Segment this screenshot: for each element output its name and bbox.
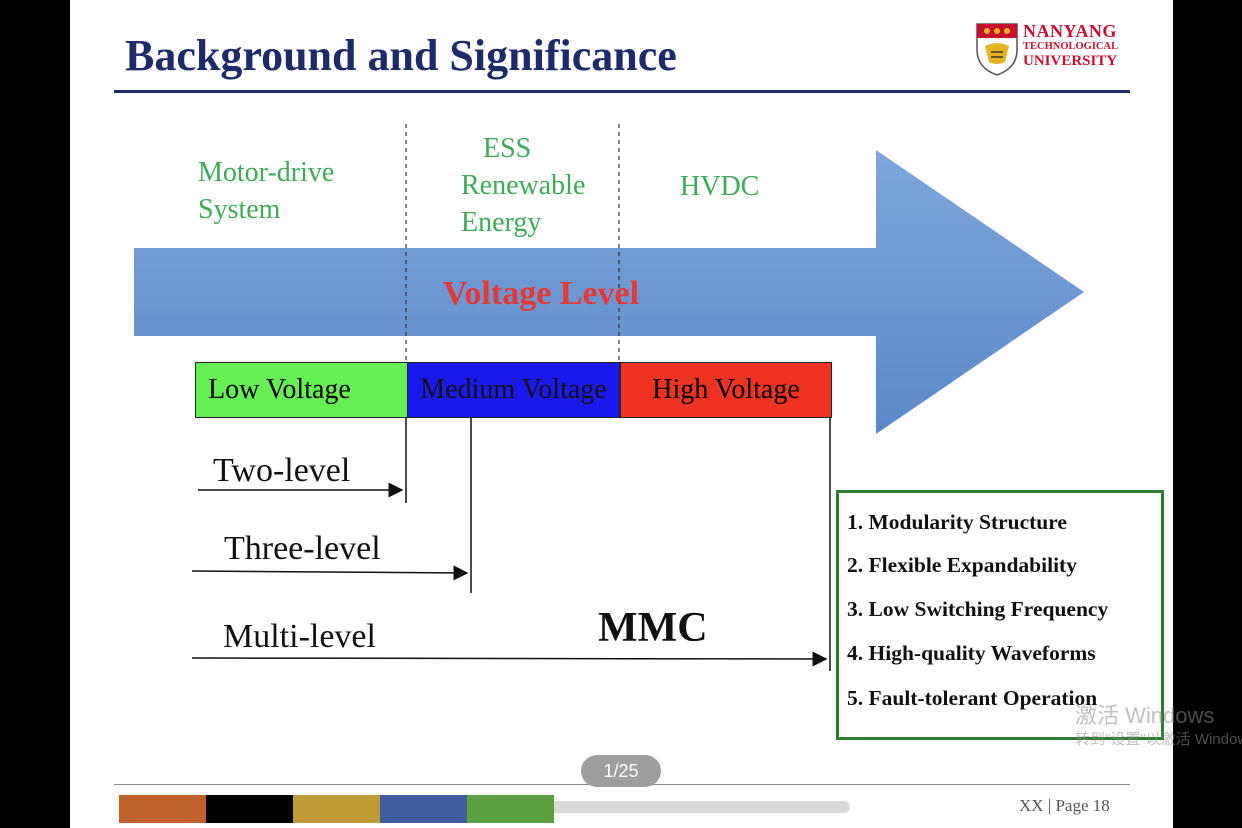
- features-box: [836, 490, 1164, 740]
- logo-line-2: TECHNOLOGICAL: [1023, 41, 1119, 52]
- level-arrows: [191, 417, 831, 671]
- two-level-label: Two-level: [213, 452, 351, 489]
- feature-item: 2. Flexible Expandability: [847, 553, 1077, 577]
- motor-drive-label: Motor-drive System: [198, 154, 334, 228]
- footer-block-blue: [380, 795, 467, 823]
- low-voltage-bar: Low Voltage: [195, 362, 408, 418]
- ess-label-line-3: Energy: [461, 207, 542, 238]
- high-voltage-label: High Voltage: [652, 374, 800, 405]
- medium-voltage-bar: Medium Voltage: [407, 362, 620, 418]
- mmc-label: MMC: [598, 605, 708, 651]
- feature-item: 4. High-quality Waveforms: [847, 641, 1096, 665]
- footer-block-gold: [293, 795, 380, 823]
- motor-label-line-2: System: [198, 194, 281, 225]
- ntu-logo: NANYANG TECHNOLOGICAL UNIVERSITY: [975, 22, 1135, 78]
- page-counter-badge[interactable]: 1/25: [581, 755, 661, 787]
- activation-watermark-hint: 转到"设置"以激活 Windows: [1075, 731, 1242, 748]
- page-number: XX | Page 18: [1019, 796, 1110, 815]
- slide-title: Background and Significance: [125, 31, 677, 80]
- feature-item: 3. Low Switching Frequency: [847, 597, 1109, 621]
- motor-label-line-1: Motor-drive: [198, 157, 335, 188]
- title-divider: [114, 90, 1130, 93]
- multi-level-label: Multi-level: [223, 618, 376, 655]
- high-voltage-bar: High Voltage: [620, 362, 832, 418]
- feature-item: 5. Fault-tolerant Operation: [847, 686, 1098, 710]
- hvdc-label: HVDC: [680, 171, 760, 202]
- ess-renewable-label: ESS Renewable Energy: [461, 130, 585, 241]
- feature-item: 1. Modularity Structure: [847, 510, 1067, 534]
- ntu-crest-icon: [976, 23, 1018, 76]
- footer-block-green: [467, 795, 554, 823]
- voltage-level-label: Voltage Level: [443, 275, 640, 312]
- three-level-label: Three-level: [224, 530, 381, 567]
- footer-block-black: [206, 795, 293, 823]
- logo-line-1: NANYANG: [1023, 21, 1117, 41]
- ess-label-line-2: Renewable: [461, 170, 586, 201]
- activation-watermark-title: 激活 Windows: [1075, 703, 1215, 728]
- region-separators: [405, 124, 620, 367]
- logo-line-3: UNIVERSITY: [1023, 53, 1118, 69]
- medium-voltage-label: Medium Voltage: [420, 374, 607, 405]
- footer-color-strip: [119, 795, 554, 823]
- slide: Background and Significance NANYANG TECH…: [70, 0, 1173, 828]
- ess-label-line-1: ESS: [483, 133, 532, 164]
- voltage-arrow: [134, 150, 1084, 434]
- low-voltage-label: Low Voltage: [208, 374, 351, 405]
- footer-block-orange: [119, 795, 206, 823]
